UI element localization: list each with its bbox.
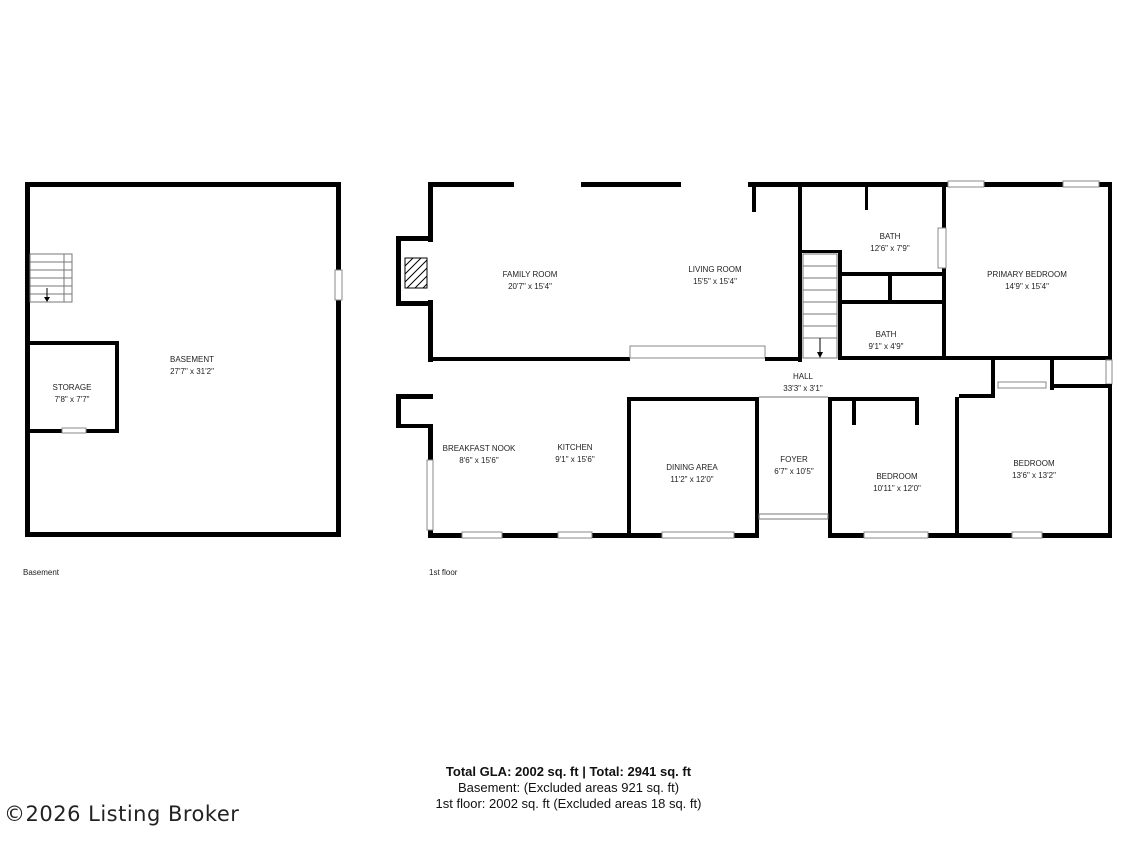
room-name: KITCHEN — [557, 443, 592, 452]
room-dimensions: 9'1" x 4'9" — [869, 342, 904, 351]
room-dimensions: 13'6" x 13'2" — [1012, 471, 1056, 480]
room-name: BATH — [880, 232, 901, 241]
basement-plan — [25, 182, 343, 537]
room-name: BEDROOM — [876, 472, 918, 481]
room-dimensions: 11'2" x 12'0" — [670, 475, 713, 484]
room-dimensions: 8'6" x 15'6" — [459, 456, 499, 465]
room-name: PRIMARY BEDROOM — [987, 270, 1067, 279]
fireplace-icon — [404, 257, 428, 289]
room-dimensions: 33'3" x 3'1" — [783, 384, 823, 393]
room-dimensions: 20'7" x 15'4" — [508, 282, 552, 291]
room-name: BREAKFAST NOOK — [443, 444, 516, 453]
room-dimensions: 15'5" x 15'4" — [693, 277, 737, 286]
floor-label-first-floor: 1st floor — [429, 568, 458, 577]
room-name: BEDROOM — [1013, 459, 1055, 468]
room-dimensions: 7'8" x 7'7" — [55, 395, 90, 404]
stairs-icon — [29, 253, 73, 303]
first-floor-area: 1st floor: 2002 sq. ft (Excluded areas 1… — [435, 796, 702, 811]
room-labels: BASEMENT 27'7" x 31'2" STORAGE 7'8" x 7'… — [53, 232, 1068, 493]
room-dimensions: 12'6" x 7'9" — [870, 244, 910, 253]
first-floor-plan — [396, 180, 1113, 539]
basement-area: Basement: (Excluded areas 921 sq. ft) — [457, 780, 680, 795]
room-dimensions: 14'9" x 15'4" — [1005, 282, 1049, 291]
room-dimensions: 6'7" x 10'5" — [774, 467, 814, 476]
room-dimensions: 9'1" x 15'6" — [555, 455, 595, 464]
room-name: BATH — [876, 330, 897, 339]
room-name: DINING AREA — [666, 463, 718, 472]
room-name: FOYER — [780, 455, 808, 464]
total-area: Total GLA: 2002 sq. ft | Total: 2941 sq.… — [445, 764, 692, 779]
floor-label-basement: Basement — [23, 568, 60, 577]
copyright-watermark: ©2026 Listing Broker — [4, 802, 240, 826]
room-name: HALL — [793, 372, 814, 381]
room-name: FAMILY ROOM — [503, 270, 558, 279]
area-summary: Total GLA: 2002 sq. ft | Total: 2941 sq.… — [0, 764, 1137, 812]
stairs-icon — [802, 253, 838, 359]
room-name: LIVING ROOM — [688, 265, 742, 274]
room-dimensions: 27'7" x 31'2" — [170, 367, 214, 376]
room-name: STORAGE — [53, 383, 92, 392]
room-name: BASEMENT — [170, 355, 214, 364]
room-dimensions: 10'11" x 12'0" — [873, 484, 921, 493]
